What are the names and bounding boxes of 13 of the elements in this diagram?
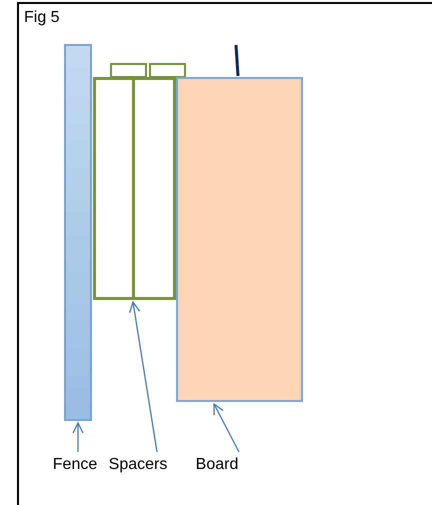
board xyxy=(176,77,303,402)
leader-arrow xyxy=(213,403,240,452)
spacer-tab xyxy=(110,63,147,78)
leader-arrow xyxy=(129,301,158,452)
leader-arrow xyxy=(72,422,84,452)
spacer-block xyxy=(93,77,135,300)
spacer-block xyxy=(132,77,176,300)
figure-title: Fig 5 xyxy=(24,8,60,28)
label-text: Spacers xyxy=(106,454,170,476)
fence-bar xyxy=(64,44,92,421)
label-text: Board xyxy=(190,454,244,476)
label-text: Fence xyxy=(50,454,100,476)
spacer-tab xyxy=(149,63,186,78)
